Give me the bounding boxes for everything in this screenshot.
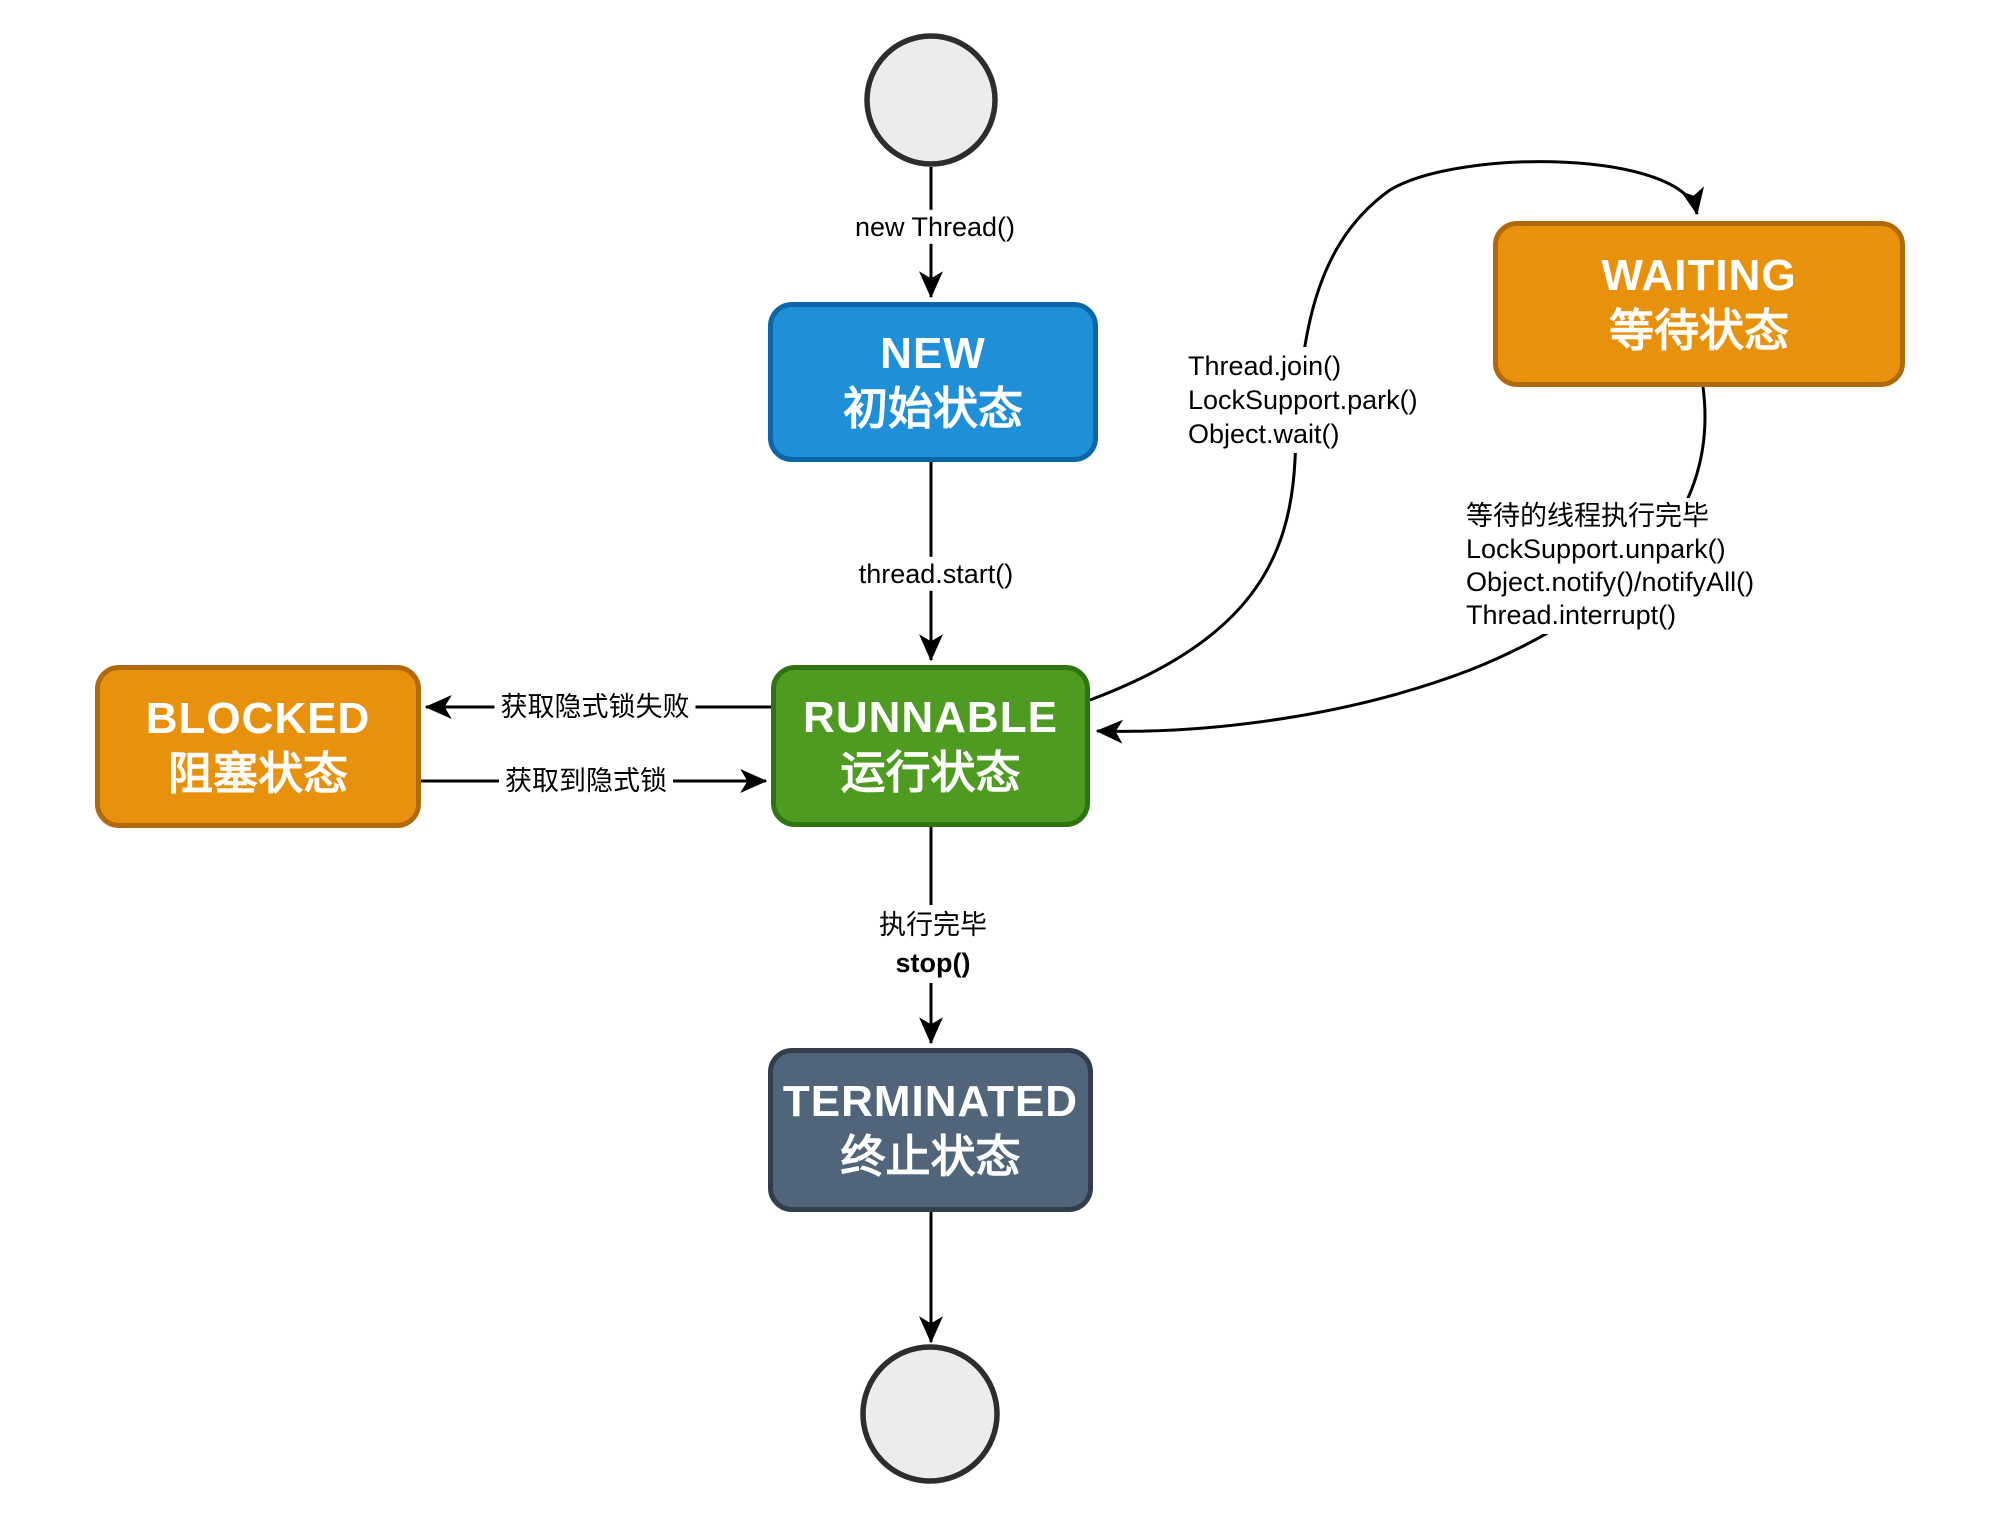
connector-waiting-to-runnable bbox=[1095, 386, 1707, 744]
edge-label-line: LockSupport.park() bbox=[1188, 385, 1418, 415]
edge-label-from-waiting: 等待的线程执行完毕 LockSupport.unpark() Object.no… bbox=[1458, 498, 1763, 634]
edge-label-to-waiting: Thread.join() LockSupport.park() Object.… bbox=[1180, 347, 1426, 453]
state-title: NEW bbox=[880, 329, 986, 379]
state-title: RUNNABLE bbox=[803, 693, 1058, 743]
state-subtitle-zh: 等待状态 bbox=[1608, 305, 1789, 357]
state-node-new: NEW 初始状态 bbox=[768, 302, 1098, 462]
state-node-blocked: BLOCKED 阻塞状态 bbox=[95, 665, 421, 828]
edge-label-line: stop() bbox=[895, 948, 971, 978]
edge-label-line: Object.wait() bbox=[1188, 419, 1340, 449]
edge-label-new-thread: new Thread() bbox=[848, 209, 1022, 245]
state-node-terminated: TERMINATED 终止状态 bbox=[768, 1048, 1093, 1212]
start-circle bbox=[864, 33, 998, 167]
edge-label-thread-start: thread.start() bbox=[852, 556, 1020, 592]
edge-label-line: 等待的线程执行完毕 bbox=[1466, 501, 1709, 531]
edge-label-line: Thread.join() bbox=[1188, 351, 1342, 381]
edge-label-line: 执行完毕 bbox=[879, 910, 987, 940]
connector-runnable-to-waiting bbox=[1089, 160, 1704, 702]
state-node-waiting: WAITING 等待状态 bbox=[1493, 221, 1905, 387]
state-title: BLOCKED bbox=[145, 693, 371, 743]
edge-label-finish: 执行完毕 stop() bbox=[873, 905, 993, 983]
state-subtitle-zh: 终止状态 bbox=[840, 1131, 1021, 1183]
edge-label-line: Object.notify()/notifyAll() bbox=[1466, 567, 1755, 597]
state-node-runnable: RUNNABLE 运行状态 bbox=[771, 665, 1090, 827]
state-title: WAITING bbox=[1601, 251, 1797, 301]
end-circle bbox=[860, 1344, 1000, 1484]
state-subtitle-zh: 初始状态 bbox=[842, 383, 1023, 435]
edge-label-acquire-lock-fail: 获取隐式锁失败 bbox=[494, 689, 696, 725]
state-subtitle-zh: 运行状态 bbox=[840, 747, 1021, 799]
edge-label-acquire-lock-ok: 获取到隐式锁 bbox=[499, 763, 673, 799]
edge-label-line: LockSupport.unpark() bbox=[1466, 534, 1726, 564]
state-subtitle-zh: 阻塞状态 bbox=[167, 747, 348, 799]
edge-label-line: Thread.interrupt() bbox=[1466, 600, 1677, 630]
state-title: TERMINATED bbox=[782, 1077, 1079, 1127]
